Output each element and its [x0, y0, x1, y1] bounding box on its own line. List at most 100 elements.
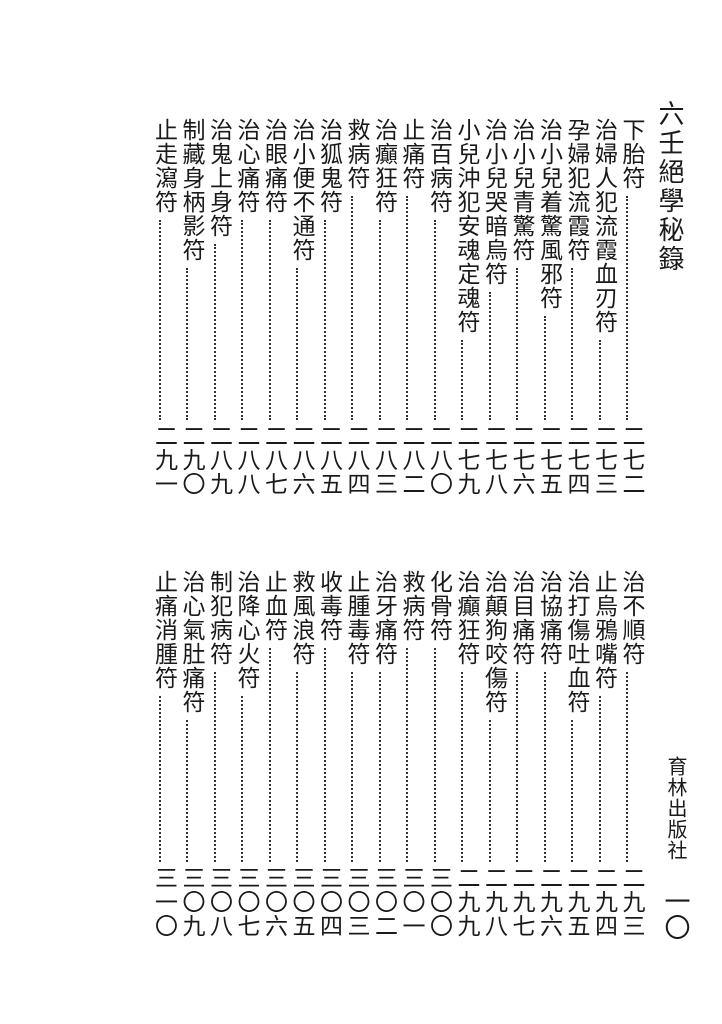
toc-entry-page: 二八九 [205, 424, 232, 496]
toc-entry-page: 二九七 [508, 866, 534, 938]
dot-leader [433, 648, 436, 862]
dot-leader [241, 696, 243, 862]
toc-entry-page: 三〇四 [315, 866, 342, 938]
dot-leader [571, 268, 573, 420]
toc-entry-title: 孕婦犯流霞符 [563, 118, 589, 262]
toc-entry-title: 治目痛符 [508, 570, 534, 666]
toc-entry-page: 三〇七 [233, 866, 259, 938]
dot-leader [626, 196, 628, 420]
dot-leader [543, 316, 546, 420]
toc-entry-page: 三〇二 [370, 866, 397, 938]
toc-entry-page: 二九〇 [178, 424, 204, 496]
toc-entry-title: 小兒沖犯安魂定魂符 [453, 118, 479, 334]
toc-entry-page: 二九三 [618, 866, 644, 938]
toc-entry-title: 治心氣肚痛符 [178, 570, 204, 714]
dot-leader [433, 220, 436, 420]
toc-entry-page: 二八八 [233, 424, 259, 496]
toc-entry-page: 二七三 [590, 424, 617, 496]
toc-entry-title: 治百病符 [425, 118, 452, 214]
toc-entry-page: 三〇〇 [425, 866, 452, 938]
toc-entry-page: 三〇六 [260, 866, 287, 938]
toc-entry-page: 二八〇 [425, 424, 452, 496]
dot-leader [296, 268, 298, 420]
toc-entry-title: 治降心火符 [233, 570, 259, 690]
toc-entry-title: 救病符 [343, 118, 369, 190]
dot-leader [296, 672, 298, 862]
toc-entry-title: 止烏鴉嘴符 [590, 570, 617, 690]
toc-entry-title: 止痛消腫符 [150, 570, 177, 690]
toc-entry-page: 二八三 [370, 424, 397, 496]
toc-entry-page: 三〇九 [178, 866, 204, 938]
toc-entry-page: 二九四 [590, 866, 617, 938]
toc-entry-page: 二七六 [508, 424, 534, 496]
toc-entry-page: 二八二 [398, 424, 424, 496]
toc-entry-title: 救病符 [398, 570, 424, 642]
toc-entry-title: 治鬼上身符 [205, 118, 232, 238]
toc-entry-page: 二七四 [563, 424, 589, 496]
toc-entry-title: 治眼痛符 [260, 118, 287, 214]
dot-leader [461, 340, 463, 420]
dot-leader [571, 720, 573, 862]
dot-leader [378, 672, 381, 862]
dot-leader [351, 672, 353, 862]
toc-entry-title: 治牙痛符 [370, 570, 397, 666]
dot-leader [158, 220, 161, 420]
dot-leader [213, 672, 216, 862]
dot-leader [461, 672, 463, 862]
toc-entry-title: 制犯病符 [205, 570, 232, 666]
dot-leader [626, 672, 628, 862]
dot-leader [598, 340, 601, 420]
toc-entry-title: 治婦人犯流霞血刃符 [590, 118, 617, 334]
dot-leader [323, 220, 326, 420]
toc-entry-page: 二七九 [453, 424, 479, 496]
toc-entry-title: 治小兒哭暗烏符 [480, 118, 507, 286]
toc-entry-title: 化骨符 [425, 570, 452, 642]
toc-entry-title: 治狐鬼符 [315, 118, 342, 214]
dot-leader [488, 292, 491, 420]
dot-leader [488, 720, 491, 862]
dot-leader [516, 268, 518, 420]
toc-entry-title: 救風浪符 [288, 570, 314, 666]
toc-entry-page: 二八七 [260, 424, 287, 496]
toc-entry-title: 下胎符 [618, 118, 644, 190]
toc-entry-page: 三〇八 [205, 866, 232, 938]
dot-leader [213, 244, 216, 420]
toc-entry-title: 治癲狂符 [370, 118, 397, 214]
toc-entry-page: 二七五 [535, 424, 562, 496]
page-number: 一〇 [660, 888, 690, 940]
dot-leader [158, 696, 161, 862]
toc-entry-page: 二九五 [563, 866, 589, 938]
toc-entry-title: 止痛符 [398, 118, 424, 190]
toc-entry-page: 二八四 [343, 424, 369, 496]
toc-entry-title: 治不順符 [618, 570, 644, 666]
toc-entry-page: 二九六 [535, 866, 562, 938]
dot-leader [241, 220, 243, 420]
dot-leader [186, 720, 188, 862]
toc-entry-page: 二九九 [453, 866, 479, 938]
toc-entry-title: 治小便不通符 [288, 118, 314, 262]
toc-entry-page: 三一〇 [150, 866, 177, 938]
dot-leader [598, 696, 601, 862]
toc-entry-title: 止血符 [260, 570, 287, 642]
toc-entry-page: 三〇三 [343, 866, 369, 938]
book-title: 六壬絕學秘籙 [654, 100, 684, 274]
toc-entry-title: 收毒符 [315, 570, 342, 642]
toc-entry-title: 治小兒着驚風邪符 [535, 118, 562, 310]
toc-entry-page: 二九一 [150, 424, 177, 496]
toc-entry-page: 三〇五 [288, 866, 314, 938]
toc-entry-title: 治癲狂符 [453, 570, 479, 666]
toc-entry-title: 治心痛符 [233, 118, 259, 214]
dot-leader [351, 196, 353, 420]
toc-entry-page: 二七二 [618, 424, 644, 496]
toc-entry-title: 制藏身柄影符 [178, 118, 204, 262]
toc-entry-page: 二九八 [480, 866, 507, 938]
toc-entry-title: 治小兒青驚符 [508, 118, 534, 262]
dot-leader [186, 268, 188, 420]
toc-entry-page: 二八六 [288, 424, 314, 496]
dot-leader [268, 648, 271, 862]
toc-entry-title: 治協痛符 [535, 570, 562, 666]
publisher-name: 育林出版社 [664, 756, 688, 861]
toc-entry-title: 止走瀉符 [150, 118, 177, 214]
toc-entry-title: 治顛狗咬傷符 [480, 570, 507, 714]
toc-entry-title: 治打傷吐血符 [563, 570, 589, 714]
